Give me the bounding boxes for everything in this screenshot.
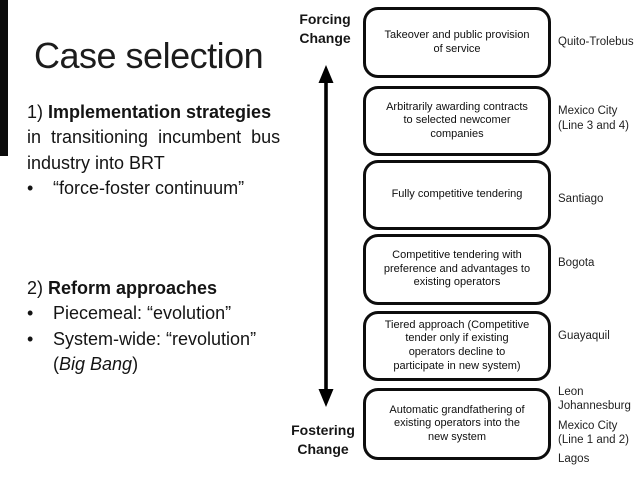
section2-heading-line: 2)Reform approaches bbox=[27, 276, 327, 301]
section2-heading: Reform approaches bbox=[48, 278, 218, 298]
double-arrow-icon bbox=[318, 65, 334, 407]
section1-heading: Implementation strategies bbox=[48, 102, 272, 122]
city-label-bogota: Bogota bbox=[558, 257, 595, 269]
fostering-change-label: Fostering Change bbox=[291, 422, 355, 457]
section2-number: 2) bbox=[27, 278, 44, 298]
city-label-mexico-city-1-2: Mexico City (Line 1 and 2) bbox=[558, 420, 629, 446]
bullet-marker: • bbox=[27, 328, 34, 349]
section1-line3: industry into BRT bbox=[27, 152, 165, 173]
forcing-change-label: Forcing Change bbox=[299, 11, 351, 46]
city-label-santiago: Santiago bbox=[558, 193, 604, 205]
box-automatic-grandfathering: Automatic grandfathering of existing ope… bbox=[363, 388, 551, 460]
left-edge-artifact bbox=[0, 0, 8, 156]
slide-title: Case selection bbox=[34, 35, 264, 76]
box-text: Takeover and public provision of service bbox=[384, 28, 530, 55]
city-label-leon: Leon bbox=[558, 386, 584, 398]
bullet-spacer bbox=[27, 352, 53, 377]
box-text: Competitive tendering with preference an… bbox=[383, 249, 531, 289]
box-takeover-public-provision: Takeover and public provision of service bbox=[363, 7, 551, 78]
city-label-lagos: Lagos bbox=[558, 453, 590, 465]
force-foster-arrow bbox=[313, 64, 339, 413]
box-tendering-with-preference: Competitive tendering with preference an… bbox=[363, 234, 551, 305]
box-text: Fully competitive tendering bbox=[391, 188, 523, 201]
section-implementation-strategies: 1)Implementation strategies in transitio… bbox=[27, 100, 327, 202]
box-arbitrary-contracts: Arbitrarily awarding contracts to select… bbox=[363, 86, 551, 156]
city-label-guayaquil: Guayaquil bbox=[558, 330, 610, 342]
paren-close: ) bbox=[132, 354, 139, 375]
city-label-mexico-city-3-4: Mexico City (Line 3 and 4) bbox=[558, 105, 629, 132]
box-tiered-approach: Tiered approach (Competitive tender only… bbox=[363, 311, 551, 381]
bullet-text: System-wide: “revolution” bbox=[53, 328, 257, 349]
bullet-piecemeal: • Piecemeal: “evolution” bbox=[27, 301, 327, 326]
bullet-marker: • bbox=[27, 303, 34, 324]
city-label-quito-trolebus: Quito-Trolebus bbox=[558, 36, 634, 48]
box-text: Tiered approach (Competitive tender only… bbox=[384, 318, 530, 372]
city-label-johannesburg: Johannesburg bbox=[558, 400, 631, 412]
section1-number: 1) bbox=[27, 102, 44, 122]
bullet-marker: • bbox=[27, 178, 34, 199]
box-fully-competitive-tendering: Fully competitive tendering bbox=[363, 160, 551, 230]
bullet-system-wide: • System-wide: “revolution” bbox=[27, 327, 327, 352]
paren-open: ( bbox=[53, 354, 59, 375]
bullet-system-wide-cont: (Big Bang) bbox=[27, 352, 327, 377]
section1-heading-line: 1)Implementation strategies bbox=[27, 100, 327, 125]
section-reform-approaches: 2)Reform approaches • Piecemeal: “evolut… bbox=[27, 276, 327, 378]
bullet-text: Piecemeal: “evolution” bbox=[53, 303, 232, 324]
bullet-text: “force-foster continuum” bbox=[53, 178, 245, 199]
section1-line2: in transitioning incumbent bus bbox=[27, 127, 281, 148]
box-text: Automatic grandfathering of existing ope… bbox=[389, 403, 525, 443]
big-bang-text: (Big Bang) bbox=[53, 352, 327, 377]
big-bang-italic: Big Bang bbox=[59, 354, 133, 375]
box-text: Arbitrarily awarding contracts to select… bbox=[386, 100, 528, 140]
bullet-force-foster: • “force-foster continuum” bbox=[27, 176, 327, 201]
